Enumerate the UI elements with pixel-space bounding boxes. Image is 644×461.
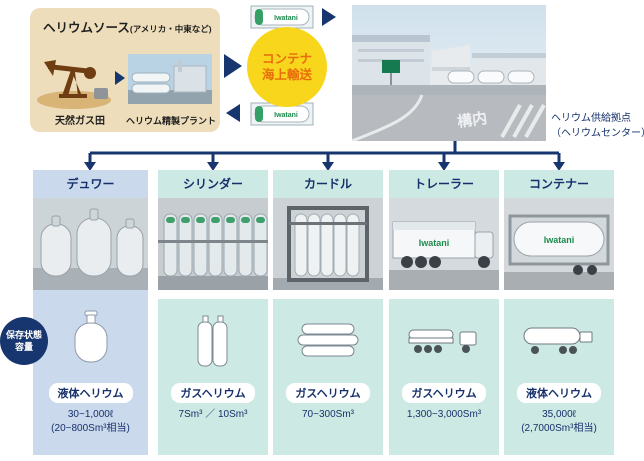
helium-center-photo: 構内: [351, 5, 546, 143]
column-trailer: トレーラー Iwatani: [389, 170, 499, 455]
caption-line2: （ヘリウムセンター）: [551, 127, 644, 139]
helium-source-box: ヘリウムソース(アメリカ・中東など): [30, 8, 220, 132]
trailer-photo: Iwatani: [389, 198, 499, 290]
column-trailer-title: トレーラー: [413, 177, 474, 191]
cylinder-photo: [158, 198, 268, 290]
column-container: コンテナー Iwatani 液体ヘリウム: [504, 170, 614, 455]
plant-label: ヘリウム精製プラント: [125, 116, 216, 126]
badge-line1: 保存状態: [5, 329, 42, 340]
dewar-photo: [33, 198, 148, 290]
column-cylinder: シリンダー: [158, 170, 268, 455]
sea-transport-circle: コンテナ 海上輸送: [247, 27, 327, 107]
cardle-capacity-line1: 70~300Sm³: [302, 409, 354, 420]
column-container-title: コンテナー: [528, 177, 589, 191]
cardle-capacity: 70~300Sm³: [302, 408, 354, 422]
supply-center-caption: ヘリウム供給拠点 （ヘリウムセンター）: [551, 112, 644, 141]
arrow-source-to-transport: [224, 54, 242, 78]
cardle-type-badge: ガスヘリウム: [286, 383, 370, 403]
caption-line1: ヘリウム供給拠点: [551, 113, 631, 124]
source-subtitle: (アメリカ・中東など): [129, 24, 212, 34]
cardle-photo: [273, 198, 383, 290]
dewar-icon: [68, 290, 114, 383]
container-type-badge: 液体ヘリウム: [517, 383, 601, 403]
source-title-text: ヘリウムソース: [43, 21, 130, 35]
container-capacity-line2: (2,7000Sm³相当): [521, 422, 597, 434]
cylinder-icon: [194, 299, 232, 383]
column-cylinder-title: シリンダー: [182, 177, 243, 191]
transport-line1: コンテナ: [261, 51, 312, 66]
trailer-brand-text: Iwatani: [419, 238, 450, 248]
arrow-return-to-source: [226, 104, 240, 122]
container-photo: Iwatani: [504, 198, 614, 290]
source-title: ヘリウムソース(アメリカ・中東など): [43, 17, 212, 36]
iso-container-top: Iwatani: [250, 5, 314, 29]
trailer-capacity: 1,300~3,000Sm³: [407, 408, 481, 422]
container-brand-text: Iwatani: [274, 15, 298, 22]
container-capacity: 35,000ℓ (2,7000Sm³相当): [521, 408, 597, 435]
trailer-type-badge: ガスヘリウム: [402, 383, 486, 403]
column-dewar-title: デュワー: [66, 177, 115, 191]
dewar-type-badge: 液体ヘリウム: [48, 383, 133, 403]
dewar-capacity: 30~1,000ℓ (20~800Sm³相当): [51, 408, 130, 435]
container-capacity-line1: 35,000ℓ: [542, 409, 576, 420]
road-marking-text: 構内: [456, 109, 488, 131]
dewar-capacity-line2: (20~800Sm³相当): [51, 422, 130, 434]
cylinder-capacity: 7Sm³ ／ 10Sm³: [179, 408, 248, 422]
column-cardle-title: カードル: [303, 177, 352, 191]
column-cardle: カードル: [273, 170, 383, 455]
column-dewar: デュワー: [33, 170, 148, 455]
storage-state-badge: 保存状態 容量: [0, 317, 48, 365]
container-brand-text: Iwatani: [274, 112, 298, 119]
cardle-icon: [296, 299, 360, 383]
container-photo-brand-text: Iwatani: [544, 235, 575, 245]
dewar-capacity-line1: 30~1,000ℓ: [67, 409, 114, 420]
iso-container-bottom: Iwatani: [250, 102, 314, 126]
arrow-gasfield-to-plant-icon: [115, 71, 125, 85]
cylinder-capacity-line1: 7Sm³ ／ 10Sm³: [178, 409, 248, 420]
cylinder-type-badge: ガスヘリウム: [171, 383, 255, 403]
oil-pump-illustration: [34, 42, 114, 110]
badge-line2: 容量: [14, 342, 33, 352]
container-icon: [523, 299, 595, 383]
transport-line2: 海上輸送: [261, 68, 312, 82]
gas-field-label: 天然ガス田: [55, 116, 105, 127]
trailer-icon: [408, 299, 480, 383]
distribution-connector-lines: [0, 138, 644, 172]
arrow-transport-to-center: [322, 8, 336, 26]
refining-plant-photo: [128, 54, 212, 104]
trailer-capacity-line1: 1,300~3,000Sm³: [406, 409, 482, 420]
